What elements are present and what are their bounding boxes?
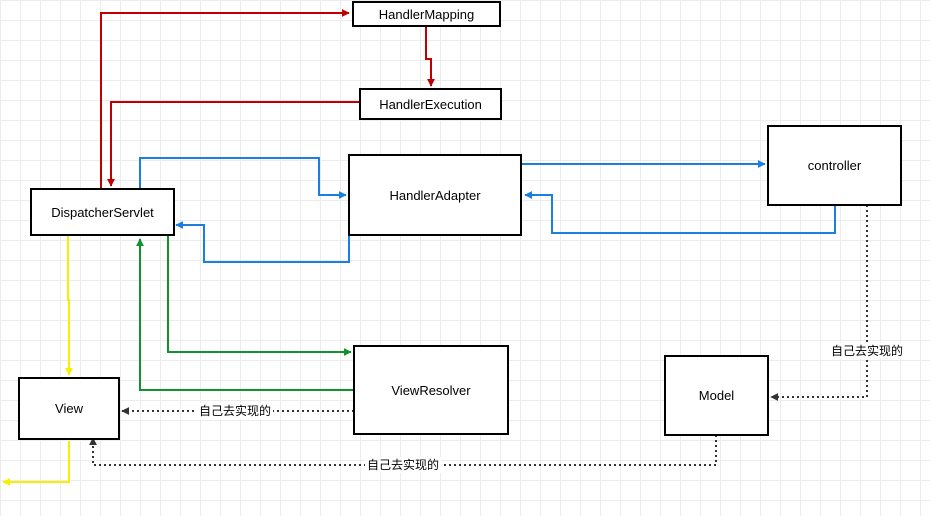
node-handler-execution: HandlerExecution xyxy=(359,88,502,120)
edge-dispatcher-to-handlermapping xyxy=(100,9,350,188)
label-model-to-view: 自己去实现的 xyxy=(365,457,442,473)
node-model: Model xyxy=(664,355,769,436)
edge-dispatcher-to-viewresolver xyxy=(167,236,352,356)
edge-controller-to-handleradapter xyxy=(524,191,836,234)
edge-dispatcher-to-view xyxy=(65,236,73,376)
node-handler-adapter: HandlerAdapter xyxy=(348,154,522,236)
node-view: View xyxy=(18,377,120,440)
label-viewresolver-to-view: 自己去实现的 xyxy=(197,403,274,419)
edge-handlerexecution-to-dispatcher xyxy=(107,101,359,187)
node-view-resolver: ViewResolver xyxy=(353,345,509,435)
edge-viewresolver-to-dispatcher xyxy=(136,238,354,391)
edge-view-to-output xyxy=(2,441,70,486)
edge-handleradapter-to-dispatcher xyxy=(175,221,350,263)
node-controller: controller xyxy=(767,125,902,206)
edge-handlermapping-to-handlerexecution xyxy=(425,26,435,87)
node-handler-mapping: HandlerMapping xyxy=(352,1,501,27)
edge-controller-to-model-dotted xyxy=(770,205,868,401)
edge-dispatcher-to-handleradapter xyxy=(139,157,347,199)
label-controller-to-model: 自己去实现的 xyxy=(829,343,906,359)
node-dispatcher-servlet: DispatcherServlet xyxy=(30,188,175,236)
